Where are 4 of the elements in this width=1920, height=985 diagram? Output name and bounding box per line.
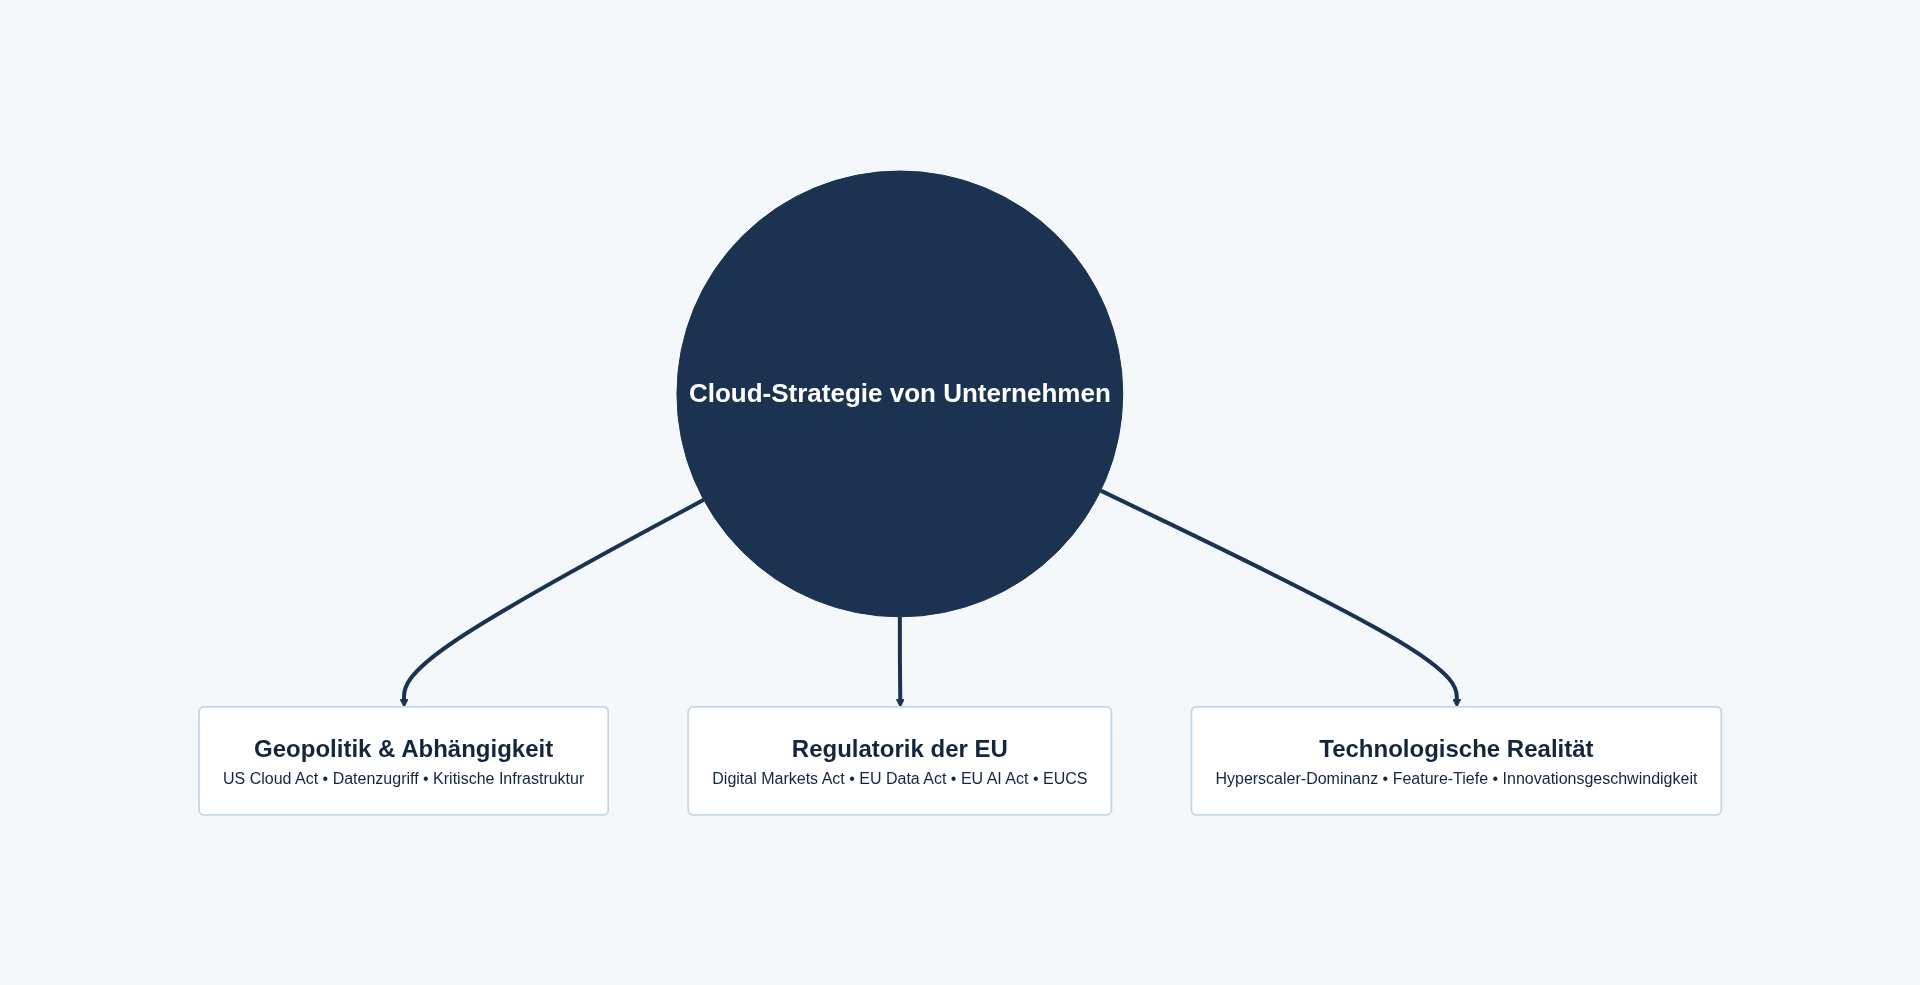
arrow: [399, 497, 705, 708]
node-circle: Cloud-Strategie von Unternehmen: [676, 170, 1124, 617]
arrow: [1099, 488, 1462, 708]
arrow: [895, 616, 905, 708]
